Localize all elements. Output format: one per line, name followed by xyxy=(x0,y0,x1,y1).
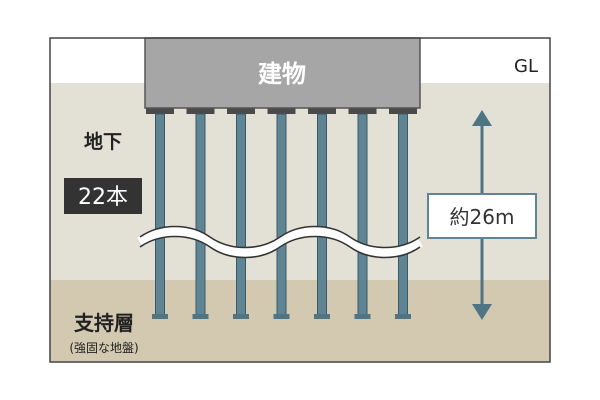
underground-heading: 地下 xyxy=(84,130,122,153)
pile-count-label: 22本 xyxy=(78,185,128,210)
pile-shaft xyxy=(398,113,408,319)
pile xyxy=(227,108,255,319)
pile-cap xyxy=(348,108,377,114)
pile-count-box xyxy=(64,178,142,214)
pile-shaft xyxy=(357,113,368,319)
pile-base xyxy=(273,314,290,319)
pile xyxy=(267,108,296,319)
pile-base xyxy=(192,314,209,319)
pile xyxy=(146,108,174,319)
pile-cap xyxy=(227,108,255,114)
pile-cap xyxy=(146,108,174,114)
pile-base xyxy=(354,314,371,319)
pile-base xyxy=(314,314,330,319)
pile-base xyxy=(395,314,411,319)
depth-label: 約26m xyxy=(450,205,515,229)
bearing-layer-label: 支持層 xyxy=(74,311,134,335)
bearing-layer-note: (強固な地盤) xyxy=(69,341,138,355)
building-label: 建物 xyxy=(258,60,306,88)
bearing-layer xyxy=(50,280,550,362)
depth-label-box xyxy=(427,193,537,239)
pile-shaft xyxy=(276,113,287,319)
pile-cap xyxy=(389,108,417,114)
diagram-frame xyxy=(49,37,551,363)
pile-cap xyxy=(267,108,296,114)
pile-base xyxy=(233,314,249,319)
pile-group xyxy=(146,108,417,319)
building-block xyxy=(144,37,421,109)
pile-shaft xyxy=(155,113,165,319)
pile-shaft xyxy=(195,113,206,319)
pile-shaft xyxy=(317,113,327,319)
pile xyxy=(348,108,377,319)
ground-level-label: GL xyxy=(514,56,538,77)
pile xyxy=(186,108,215,319)
pile-cap xyxy=(186,108,215,114)
pile-cap xyxy=(308,108,336,114)
pile-shaft xyxy=(236,113,246,319)
pile xyxy=(308,108,336,319)
pile-base xyxy=(152,314,168,319)
break-line xyxy=(137,225,423,259)
pile xyxy=(389,108,417,319)
